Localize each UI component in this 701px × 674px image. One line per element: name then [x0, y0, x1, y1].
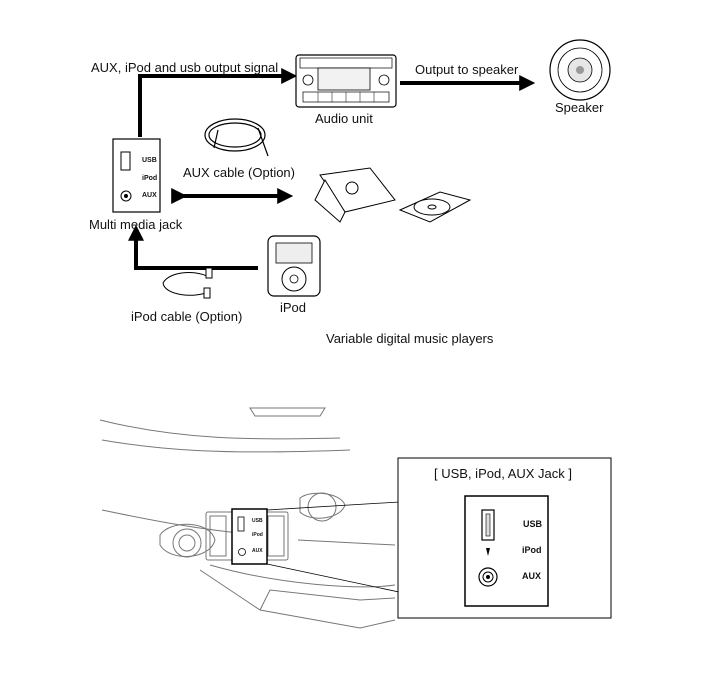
- signal-arrow: [138, 68, 298, 137]
- ipod-cable-label: iPod cable (Option): [131, 309, 243, 324]
- ipod-cable-illustration: [162, 267, 213, 299]
- music-players-illustration: [314, 167, 472, 223]
- ipod-label: iPod: [280, 300, 307, 315]
- callout-aux-label: AUX: [522, 571, 542, 581]
- callout-ipod-label: iPod: [522, 545, 542, 555]
- speaker-illustration: [549, 39, 611, 101]
- console-aux-label: AUX: [252, 548, 263, 554]
- console-ipod-label: iPod: [252, 532, 263, 538]
- jack-aux-label: AUX: [142, 192, 157, 199]
- music-players-label: Variable digital music players: [326, 331, 494, 346]
- multi-media-jack-label: Multi media jack: [89, 217, 183, 232]
- multi-media-jack-illustration: [112, 138, 161, 213]
- output-speaker-label: Output to speaker: [415, 62, 519, 77]
- audio-unit-illustration: [295, 54, 397, 108]
- callout-jack-illustration: [464, 495, 549, 607]
- console-jack-illustration: [231, 508, 268, 565]
- jack-ipod-label: iPod: [142, 175, 158, 182]
- console-illustration: [99, 407, 396, 629]
- output-signal-label: AUX, iPod and usb output signal: [91, 60, 279, 75]
- ipod-illustration: [267, 235, 321, 297]
- jack-usb-label: USB: [142, 157, 157, 164]
- aux-cable-label: AUX cable (Option): [183, 165, 295, 180]
- console-usb-label: USB: [252, 518, 263, 524]
- jack-title-label: [ USB, iPod, AUX Jack ]: [434, 466, 572, 481]
- aux-cable-illustration: [204, 118, 269, 157]
- ipod-arrow: [128, 224, 258, 270]
- callout-usb-label: USB: [523, 519, 543, 529]
- speaker-label: Speaker: [555, 100, 604, 115]
- audio-unit-label: Audio unit: [315, 111, 373, 126]
